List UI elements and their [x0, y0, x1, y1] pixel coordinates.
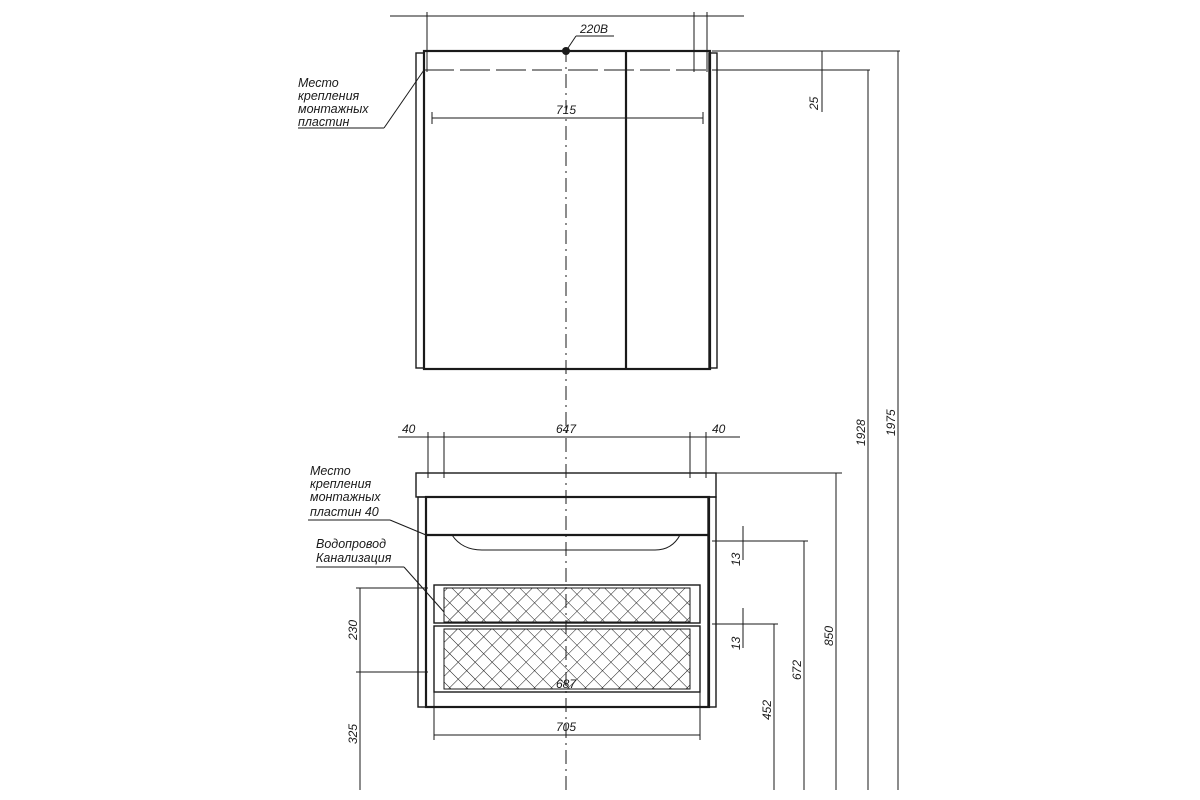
power-leader	[565, 35, 577, 52]
dim-25-label: 25	[807, 96, 821, 111]
bottom-cabinet: 40 647 40 Место крепления монтажных плас…	[308, 422, 842, 790]
top-mount-note-line3: монтажных	[298, 102, 369, 116]
top-mount-note: Место крепления монтажных пластин	[298, 76, 372, 129]
dim-850-label: 850	[822, 626, 836, 646]
basin-bowl-outline	[451, 534, 681, 551]
top-mount-note-line2: крепления	[298, 89, 360, 103]
plumbing-note-line2: Канализация	[316, 551, 392, 565]
top-cabinet: 220В 715 25 Место крепления монтажных пл…	[298, 12, 900, 790]
power-label: 220В	[579, 22, 608, 36]
top-mount-note-line4: пластин	[298, 115, 349, 129]
bottom-left-side-panel	[417, 496, 427, 708]
plumbing-note-leader	[403, 566, 445, 613]
bottom-mount-note: Место крепления монтажных пластин 40	[310, 464, 384, 519]
dim-1975-label: 1975	[884, 409, 898, 436]
dim-687-label: 687	[556, 677, 577, 691]
bottom-mount-note-line2: крепления	[310, 477, 372, 491]
dim-230-label: 230	[346, 620, 360, 641]
dim-13-lower-label: 13	[729, 636, 743, 650]
plumbing-note: Водопровод Канализация	[316, 537, 392, 565]
dim-705-label: 705	[556, 720, 576, 734]
dim-1928-label: 1928	[854, 419, 868, 446]
plumbing-zone-upper-hatch	[443, 587, 691, 623]
bottom-mount-note-line1: Место	[310, 464, 351, 478]
plumbing-zone-lower-hatch	[443, 628, 691, 690]
bottom-mount-note-line3: монтажных	[310, 490, 381, 504]
mount-note-leader	[383, 69, 425, 129]
bottom-mount-leader	[389, 519, 427, 536]
upper-drawer	[433, 584, 701, 624]
top-mount-note-line1: Место	[298, 76, 339, 90]
bottom-mount-note-line4: пластин 40	[310, 505, 379, 519]
bottom-cabinet-body	[424, 495, 711, 709]
dim-40-right-label: 40	[712, 422, 726, 436]
dim-452-label: 452	[760, 700, 774, 720]
dim-40-left-label: 40	[402, 422, 416, 436]
top-cabinet-body	[422, 49, 712, 371]
dim-13-upper-label: 13	[729, 552, 743, 566]
dim-672-label: 672	[790, 660, 804, 680]
dim-325-label: 325	[346, 724, 360, 744]
plumbing-note-line1: Водопровод	[316, 537, 386, 551]
overall-dims: 1928 1975	[854, 51, 899, 790]
dim-715-label: 715	[556, 103, 576, 117]
top-left-side-panel	[415, 52, 425, 369]
dim-647-label: 647	[556, 422, 577, 436]
